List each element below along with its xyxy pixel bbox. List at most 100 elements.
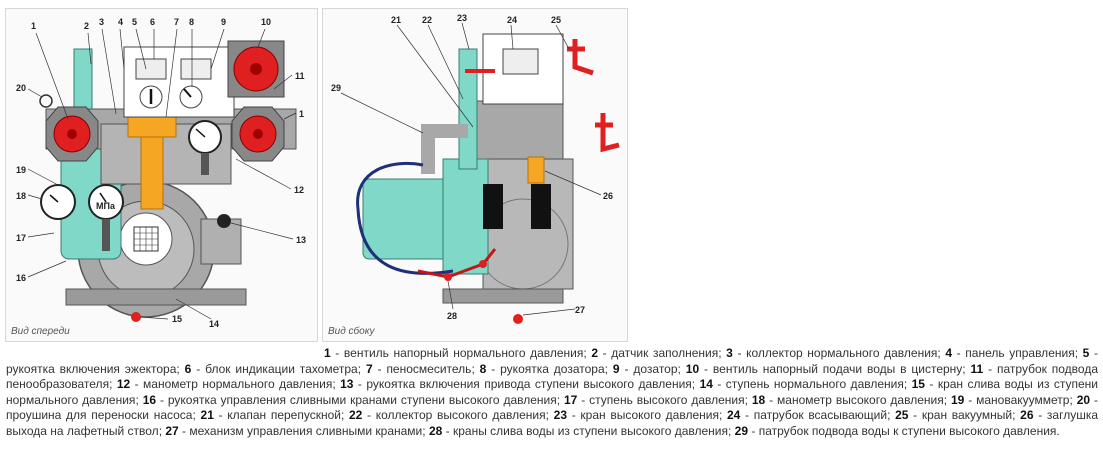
legend-item-text: ступень высокого давления [589, 392, 745, 407]
callout-21: 21 [391, 15, 401, 25]
side-callouts: 21 22 23 24 25 26 27 28 29 [331, 13, 613, 321]
front-view-caption: Вид спереди [11, 326, 70, 337]
legend-item: 28 - краны слива воды из ступени высоког… [428, 423, 728, 438]
legend-item-number: 18 [751, 392, 766, 407]
legend-item: 1 - вентиль напорный нормального давлени… [324, 346, 584, 360]
legend-item-text: кран вакуумный [921, 408, 1013, 422]
legend-item-text: датчик заполнения [611, 346, 719, 360]
legend-item-number: 22 [349, 408, 363, 422]
legend-item-number: 7 [365, 361, 373, 376]
legend-item-text: патрубок подвода пенообразователя [6, 361, 1099, 392]
callout-3: 3 [99, 17, 104, 27]
legend-item-text: манометр нормального давления [143, 377, 333, 391]
gauge-unit-label: МПа [96, 201, 116, 211]
legend-item-number: 3 [726, 346, 733, 360]
gauge-normal-pressure [188, 120, 222, 175]
legend-item: 2 - датчик заполнения [591, 346, 719, 360]
legend-item: 10 - вентиль напорный подачи воды в цист… [685, 361, 963, 376]
callout-15: 15 [172, 314, 182, 324]
valve-right [231, 106, 285, 162]
legend-item-number: 16 [142, 392, 157, 407]
legend-item: 4 - панель управления [945, 346, 1075, 360]
legend-item: 5 - рукоятка включения эжектора [6, 346, 1098, 376]
callout-17: 17 [16, 233, 26, 243]
legend-item: 22 - коллектор высокого давления [349, 408, 546, 422]
legend-item-text: рукоятка включения эжектора [6, 361, 177, 376]
legend-item-number: 2 [591, 346, 599, 360]
legend-item: 14 - ступень нормального давления [699, 377, 904, 391]
legend-item-text: дозатор [633, 361, 678, 376]
legend-item-number: 15 [911, 377, 925, 391]
legend-item-number: 4 [945, 346, 953, 360]
legend-item-text: вентиль напорный подачи воды в цистерну [712, 361, 963, 376]
callout-10: 10 [261, 17, 271, 27]
legend-item-number: 29 [734, 423, 749, 438]
legend-item: 6 - блок индикации тахометра [184, 361, 358, 376]
legend-item-text: вентиль напорный нормального давления [343, 346, 584, 360]
legend-item-number: 20 [1076, 392, 1091, 407]
legend-item-text: коллектор высокого давления [375, 408, 546, 422]
front-view-figure: МПа 1 2 3 4 5 6 7 8 9 10 [5, 8, 318, 342]
legend-item-number: 27 [165, 423, 179, 438]
legend-item-number: 28 [428, 423, 443, 438]
legend-item-text: манометр высокого давления [777, 392, 944, 407]
legend-item-text: блок индикации тахометра [205, 361, 358, 376]
callout-28: 28 [447, 311, 457, 321]
gauge-vacuum [40, 184, 76, 220]
legend-item-text: коллектор нормального давления [746, 346, 938, 360]
callout-6: 6 [150, 17, 155, 27]
legend-item-text: клапан перепускной [227, 408, 341, 422]
callout-2: 2 [84, 21, 89, 31]
legend-item-number: 26 [1020, 408, 1034, 422]
legend-item-number: 19 [950, 392, 965, 407]
legend-item: 25 - кран вакуумный [895, 408, 1013, 422]
front-view-drawing: МПа 1 2 3 4 5 6 7 8 9 10 [16, 17, 306, 329]
front-callouts: 1 2 3 4 5 6 7 8 9 10 11 12 13 1 [16, 17, 306, 329]
legend-item: 3 - коллектор нормального давления [726, 346, 938, 360]
callout-9: 9 [221, 17, 226, 27]
callout-27: 27 [575, 305, 585, 315]
callout-4: 4 [118, 17, 123, 27]
legend-item-text: краны слива воды из ступени высокого дав… [452, 423, 728, 438]
legend-item-number: 1 [324, 346, 331, 360]
callout-29: 29 [331, 83, 341, 93]
legend-item-number: 10 [685, 361, 700, 376]
legend-item: 21 - клапан перепускной [200, 408, 341, 422]
legend-item-text: кран высокого давления [580, 408, 719, 422]
legend-item: 13 - рукоятка включения привода ступени … [340, 377, 692, 391]
legend-item: 27 - механизм управления сливными кранам… [165, 423, 423, 438]
callout-20: 20 [16, 83, 26, 93]
valve-top [227, 40, 285, 98]
callout-12: 12 [294, 185, 304, 195]
legend-item: 24 - патрубок всасывающий [727, 408, 888, 422]
legend-item-text: проушина для переноски насоса [6, 408, 193, 422]
callout-1a: 1 [31, 21, 36, 31]
legend-item-number: 17 [564, 392, 578, 407]
legend-item-text: мановакуумметр [976, 392, 1070, 407]
legend-item-text: кран слива воды из ступени нормального д… [6, 377, 1099, 407]
callout-1b: 1 [299, 109, 304, 119]
callout-7: 7 [174, 17, 179, 27]
callout-11: 11 [295, 71, 305, 81]
legend-item: 7 - пеносмеситель [365, 361, 472, 376]
legend-item: 26 - заглушка выхода на лафетный ствол [6, 408, 1099, 438]
legend-item-number: 14 [699, 377, 713, 391]
callout-25: 25 [551, 15, 561, 25]
callout-19: 19 [16, 165, 26, 175]
callout-18: 18 [16, 191, 26, 201]
legend-item: 9 - дозатор [612, 361, 678, 376]
legend-item-text: патрубок подвода воды к ступени высокого… [758, 423, 1060, 438]
legend-item-text: механизм управления сливными кранами [189, 423, 423, 438]
legend-item-number: 12 [116, 377, 131, 391]
legend-item: 11 - патрубок подвода пенообразователя [6, 361, 1099, 392]
callout-23: 23 [457, 13, 467, 23]
callout-8: 8 [189, 17, 194, 27]
valve-left [45, 106, 99, 162]
legend-item: 16 - рукоятка управления сливными кранам… [142, 392, 557, 407]
legend-item-text: ступень нормального давления [725, 377, 904, 391]
callout-16: 16 [16, 273, 26, 283]
callout-26: 26 [603, 191, 613, 201]
legend-item-number: 24 [727, 408, 741, 422]
legend-item-text: пеносмеситель [386, 361, 472, 376]
callout-13: 13 [296, 235, 306, 245]
